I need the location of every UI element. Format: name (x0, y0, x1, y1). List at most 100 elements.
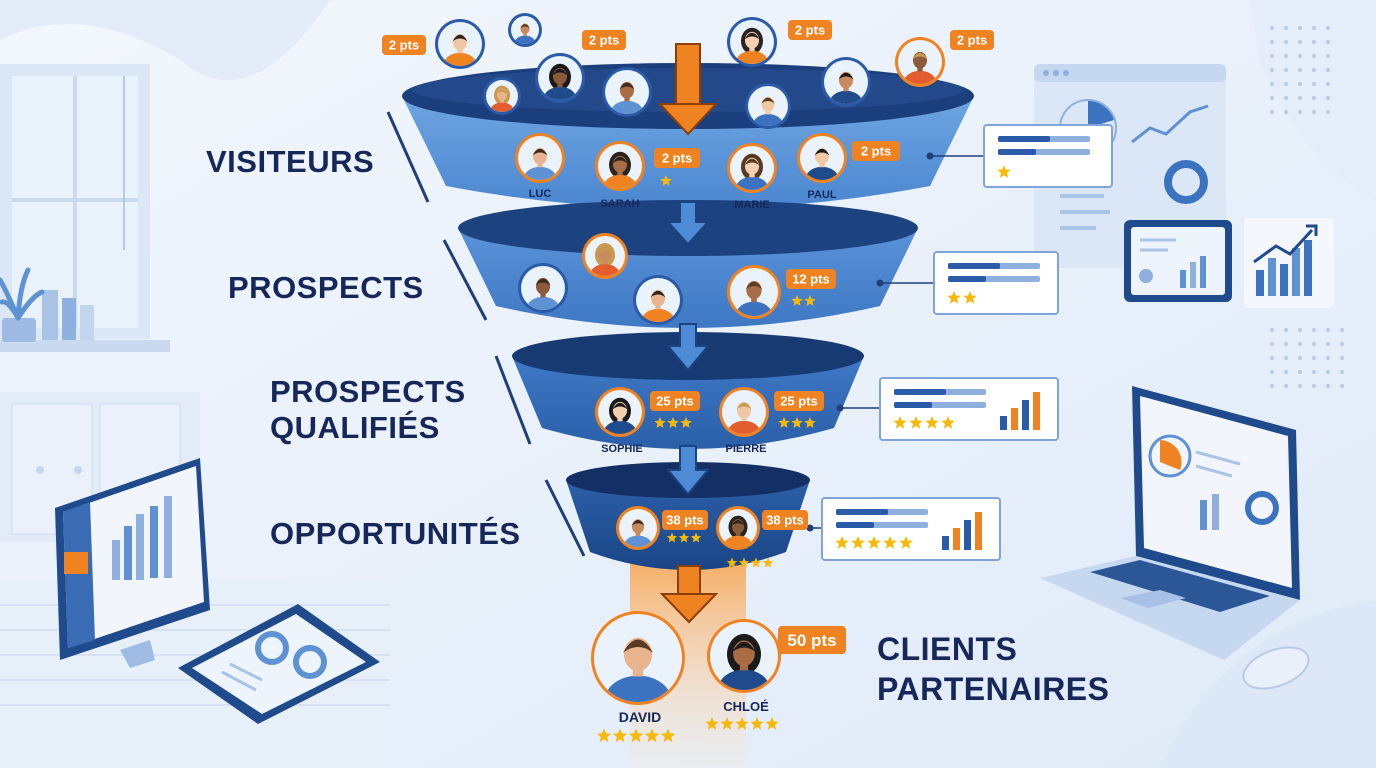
star-rating (791, 295, 816, 306)
person-avatar (582, 233, 628, 279)
star-icon (835, 536, 849, 549)
bottom-orange-arrow-icon (659, 565, 719, 624)
person-avatar (745, 83, 791, 129)
points-badge: 2 pts (950, 30, 994, 50)
person-avatar (797, 133, 847, 183)
points-badge-label: 25 pts (656, 394, 694, 409)
stage-connector-line (386, 111, 430, 203)
lead-score-card (876, 251, 1059, 315)
small-tablet-icon (1124, 220, 1232, 302)
flow-arrow-icon (665, 201, 711, 496)
stage-label-line: PROSPECTS (270, 374, 466, 409)
stage-label-visiteurs: VISITEURS (206, 144, 375, 179)
star-icon (720, 717, 734, 730)
lead-score-card (806, 497, 1001, 561)
growth-chart-icon (1244, 218, 1334, 308)
stage-label-prospects-qualifies: PROSPECTS QUALIFIÉS (270, 374, 466, 446)
star-rating (726, 557, 774, 568)
star-icon (705, 717, 719, 730)
stage-connector-line (442, 239, 488, 321)
star-icon (678, 532, 690, 543)
star-icon (804, 417, 816, 428)
points-badge: 38 pts (762, 510, 808, 530)
lead-score-card (926, 124, 1113, 188)
star-icon (654, 417, 666, 428)
star-icon (947, 291, 961, 304)
star-icon (612, 728, 628, 743)
star-icon (762, 557, 774, 568)
points-badge: 12 pts (786, 269, 836, 289)
office-window (0, 64, 150, 339)
stage-label-line: QUALIFIÉS (270, 410, 440, 445)
star-icon (750, 717, 764, 730)
stage-connector-line (544, 479, 586, 557)
star-rating (660, 175, 672, 186)
person-name: LUC (529, 188, 552, 200)
points-badge: 2 pts (382, 35, 426, 55)
star-icon (941, 416, 955, 429)
mini-bar (964, 520, 971, 550)
points-badge-label: 2 pts (389, 38, 419, 53)
points-badge: 2 pts (788, 20, 832, 40)
star-icon (963, 291, 977, 304)
desktop-monitor-icon (55, 458, 210, 668)
points-badge-label: 12 pts (792, 272, 830, 287)
star-icon (765, 717, 779, 730)
star-rating (705, 717, 779, 730)
star-icon (883, 536, 897, 549)
person-name: DAVID (619, 709, 662, 725)
person-avatar (508, 13, 542, 47)
person-name: PIERRE (726, 443, 767, 455)
mini-bar (1022, 400, 1029, 430)
person-avatar (595, 141, 645, 191)
stage-label-line: CLIENTS (877, 631, 1018, 667)
laptop-icon (1040, 386, 1300, 660)
tablet-icon (178, 604, 380, 724)
star-icon (680, 417, 692, 428)
mini-bar (975, 512, 982, 550)
points-badge-label: 25 pts (780, 394, 818, 409)
mini-bar (1033, 392, 1040, 430)
mini-bar (953, 528, 960, 550)
star-icon (726, 557, 738, 568)
dashboard-panel-icon (1034, 64, 1226, 268)
top-orange-arrow-icon (657, 43, 719, 136)
star-rating (596, 728, 676, 743)
points-badge: 2 pts (654, 148, 700, 168)
lead-score-card (836, 377, 1059, 441)
points-badge: 50 pts (778, 626, 846, 654)
points-badge-label: 2 pts (957, 33, 987, 48)
person-avatar (633, 275, 683, 325)
star-icon (628, 728, 644, 743)
star-icon (909, 416, 923, 429)
star-icon (778, 417, 790, 428)
points-badge: 38 pts (662, 510, 708, 530)
person-avatar (518, 263, 568, 313)
person-avatar (595, 387, 645, 437)
points-badge-label: 38 pts (666, 513, 704, 528)
star-rating (666, 532, 702, 543)
points-badge-label: 2 pts (662, 151, 692, 166)
person-name: SOPHIE (601, 443, 643, 455)
star-icon (867, 536, 881, 549)
person-avatar (707, 619, 781, 693)
person-avatar (895, 37, 945, 87)
star-rating (654, 417, 692, 428)
points-badge: 2 pts (852, 141, 900, 161)
stage-label-prospects: PROSPECTS (228, 270, 424, 305)
person-avatar (727, 17, 777, 67)
star-icon (660, 175, 672, 186)
person-name: MARIE (734, 199, 769, 211)
person-avatar (535, 53, 585, 103)
points-badge: 25 pts (774, 391, 824, 411)
person-name: SARAH (600, 198, 639, 210)
points-badge-label: 2 pts (795, 23, 825, 38)
stage-label-clients-partenaires: CLIENTS PARTENAIRES (877, 629, 1109, 709)
points-badge: 25 pts (650, 391, 700, 411)
person-avatar (821, 57, 871, 107)
person-avatar (483, 77, 521, 115)
stage-connector-line (494, 355, 532, 445)
star-icon (750, 557, 762, 568)
mini-bar (1000, 416, 1007, 430)
